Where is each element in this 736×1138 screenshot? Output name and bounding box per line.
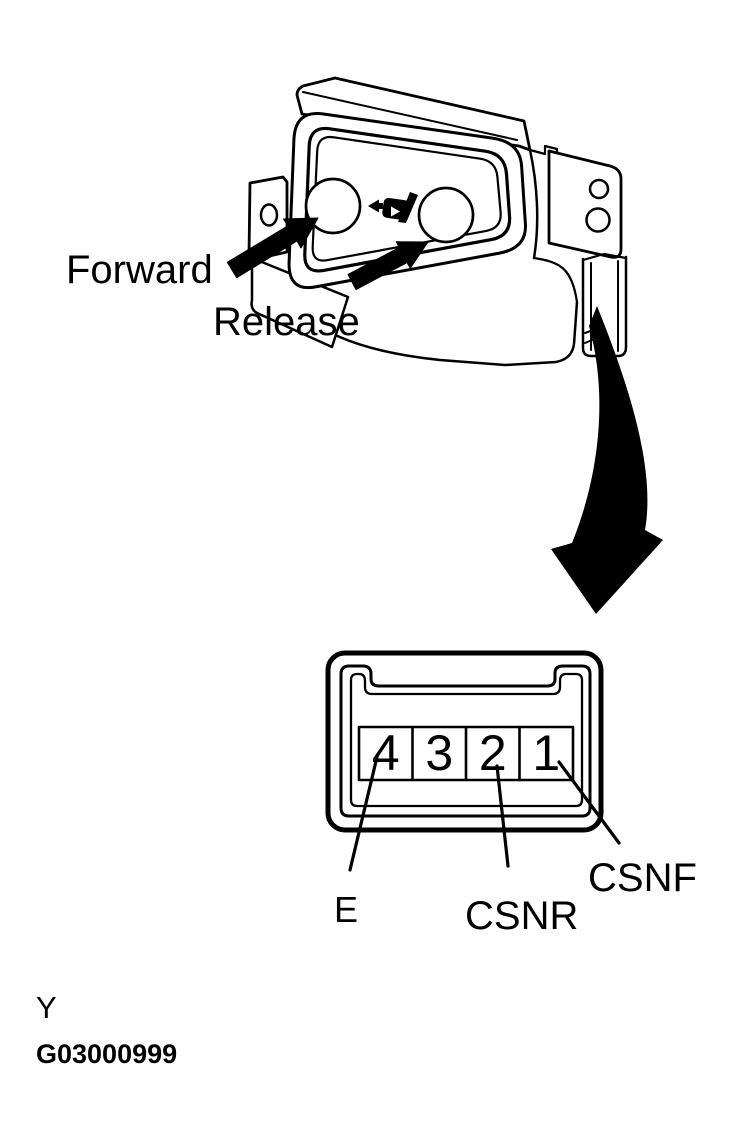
switch-face-bezel-inner xyxy=(311,135,502,262)
pin-number-2: 2 xyxy=(478,725,507,781)
switch-case-right-join xyxy=(532,256,579,304)
connector-outline-middle xyxy=(339,664,592,818)
switch-flap xyxy=(250,256,350,349)
switch-case-right-edge xyxy=(528,148,539,260)
seat-direction-arrow-icon xyxy=(368,199,383,213)
connector-pinout-illustration xyxy=(325,650,621,872)
bracket-hole-large xyxy=(585,207,611,233)
switch-face-bezel-outer xyxy=(303,126,512,273)
pin2-signal-label: CSNR xyxy=(465,894,579,938)
bracket-hole-small xyxy=(588,178,610,200)
leader-line-pin2-CSNR xyxy=(495,764,510,868)
pin1-signal-label: CSNF xyxy=(588,856,697,900)
left-tab-hole xyxy=(259,203,279,227)
switch-lid xyxy=(295,76,532,152)
pin-cell-dividers xyxy=(411,725,521,782)
leader-line-pin4-E xyxy=(348,755,379,872)
release-arrow-icon xyxy=(347,241,429,290)
footer-marker: Y xyxy=(36,990,57,1025)
pin4-signal-label: E xyxy=(334,889,359,930)
pin-number-4: 4 xyxy=(371,725,400,781)
seat-switch-illustration xyxy=(226,76,628,367)
pin-number-3: 3 xyxy=(425,725,454,781)
release-label: Release xyxy=(213,300,360,344)
leader-line-pin1-CSNF xyxy=(557,760,621,845)
figure-code: G03000999 xyxy=(36,1039,178,1069)
forward-arrow-icon xyxy=(226,217,319,279)
pin-number-1: 1 xyxy=(532,725,561,781)
connector-housing-top-edge xyxy=(581,252,628,262)
release-button xyxy=(417,186,475,244)
forward-button xyxy=(304,177,362,235)
connector-housing-inner-lines xyxy=(590,260,619,352)
connector-outline-inner xyxy=(349,672,584,808)
seat-icon xyxy=(368,192,418,223)
switch-lid-inner-line xyxy=(302,91,518,141)
right-mounting-bracket xyxy=(547,149,623,259)
forward-label: Forward xyxy=(66,248,213,292)
connector-pointer-arrow-icon xyxy=(551,306,663,614)
connector-outline-outer xyxy=(325,650,604,833)
